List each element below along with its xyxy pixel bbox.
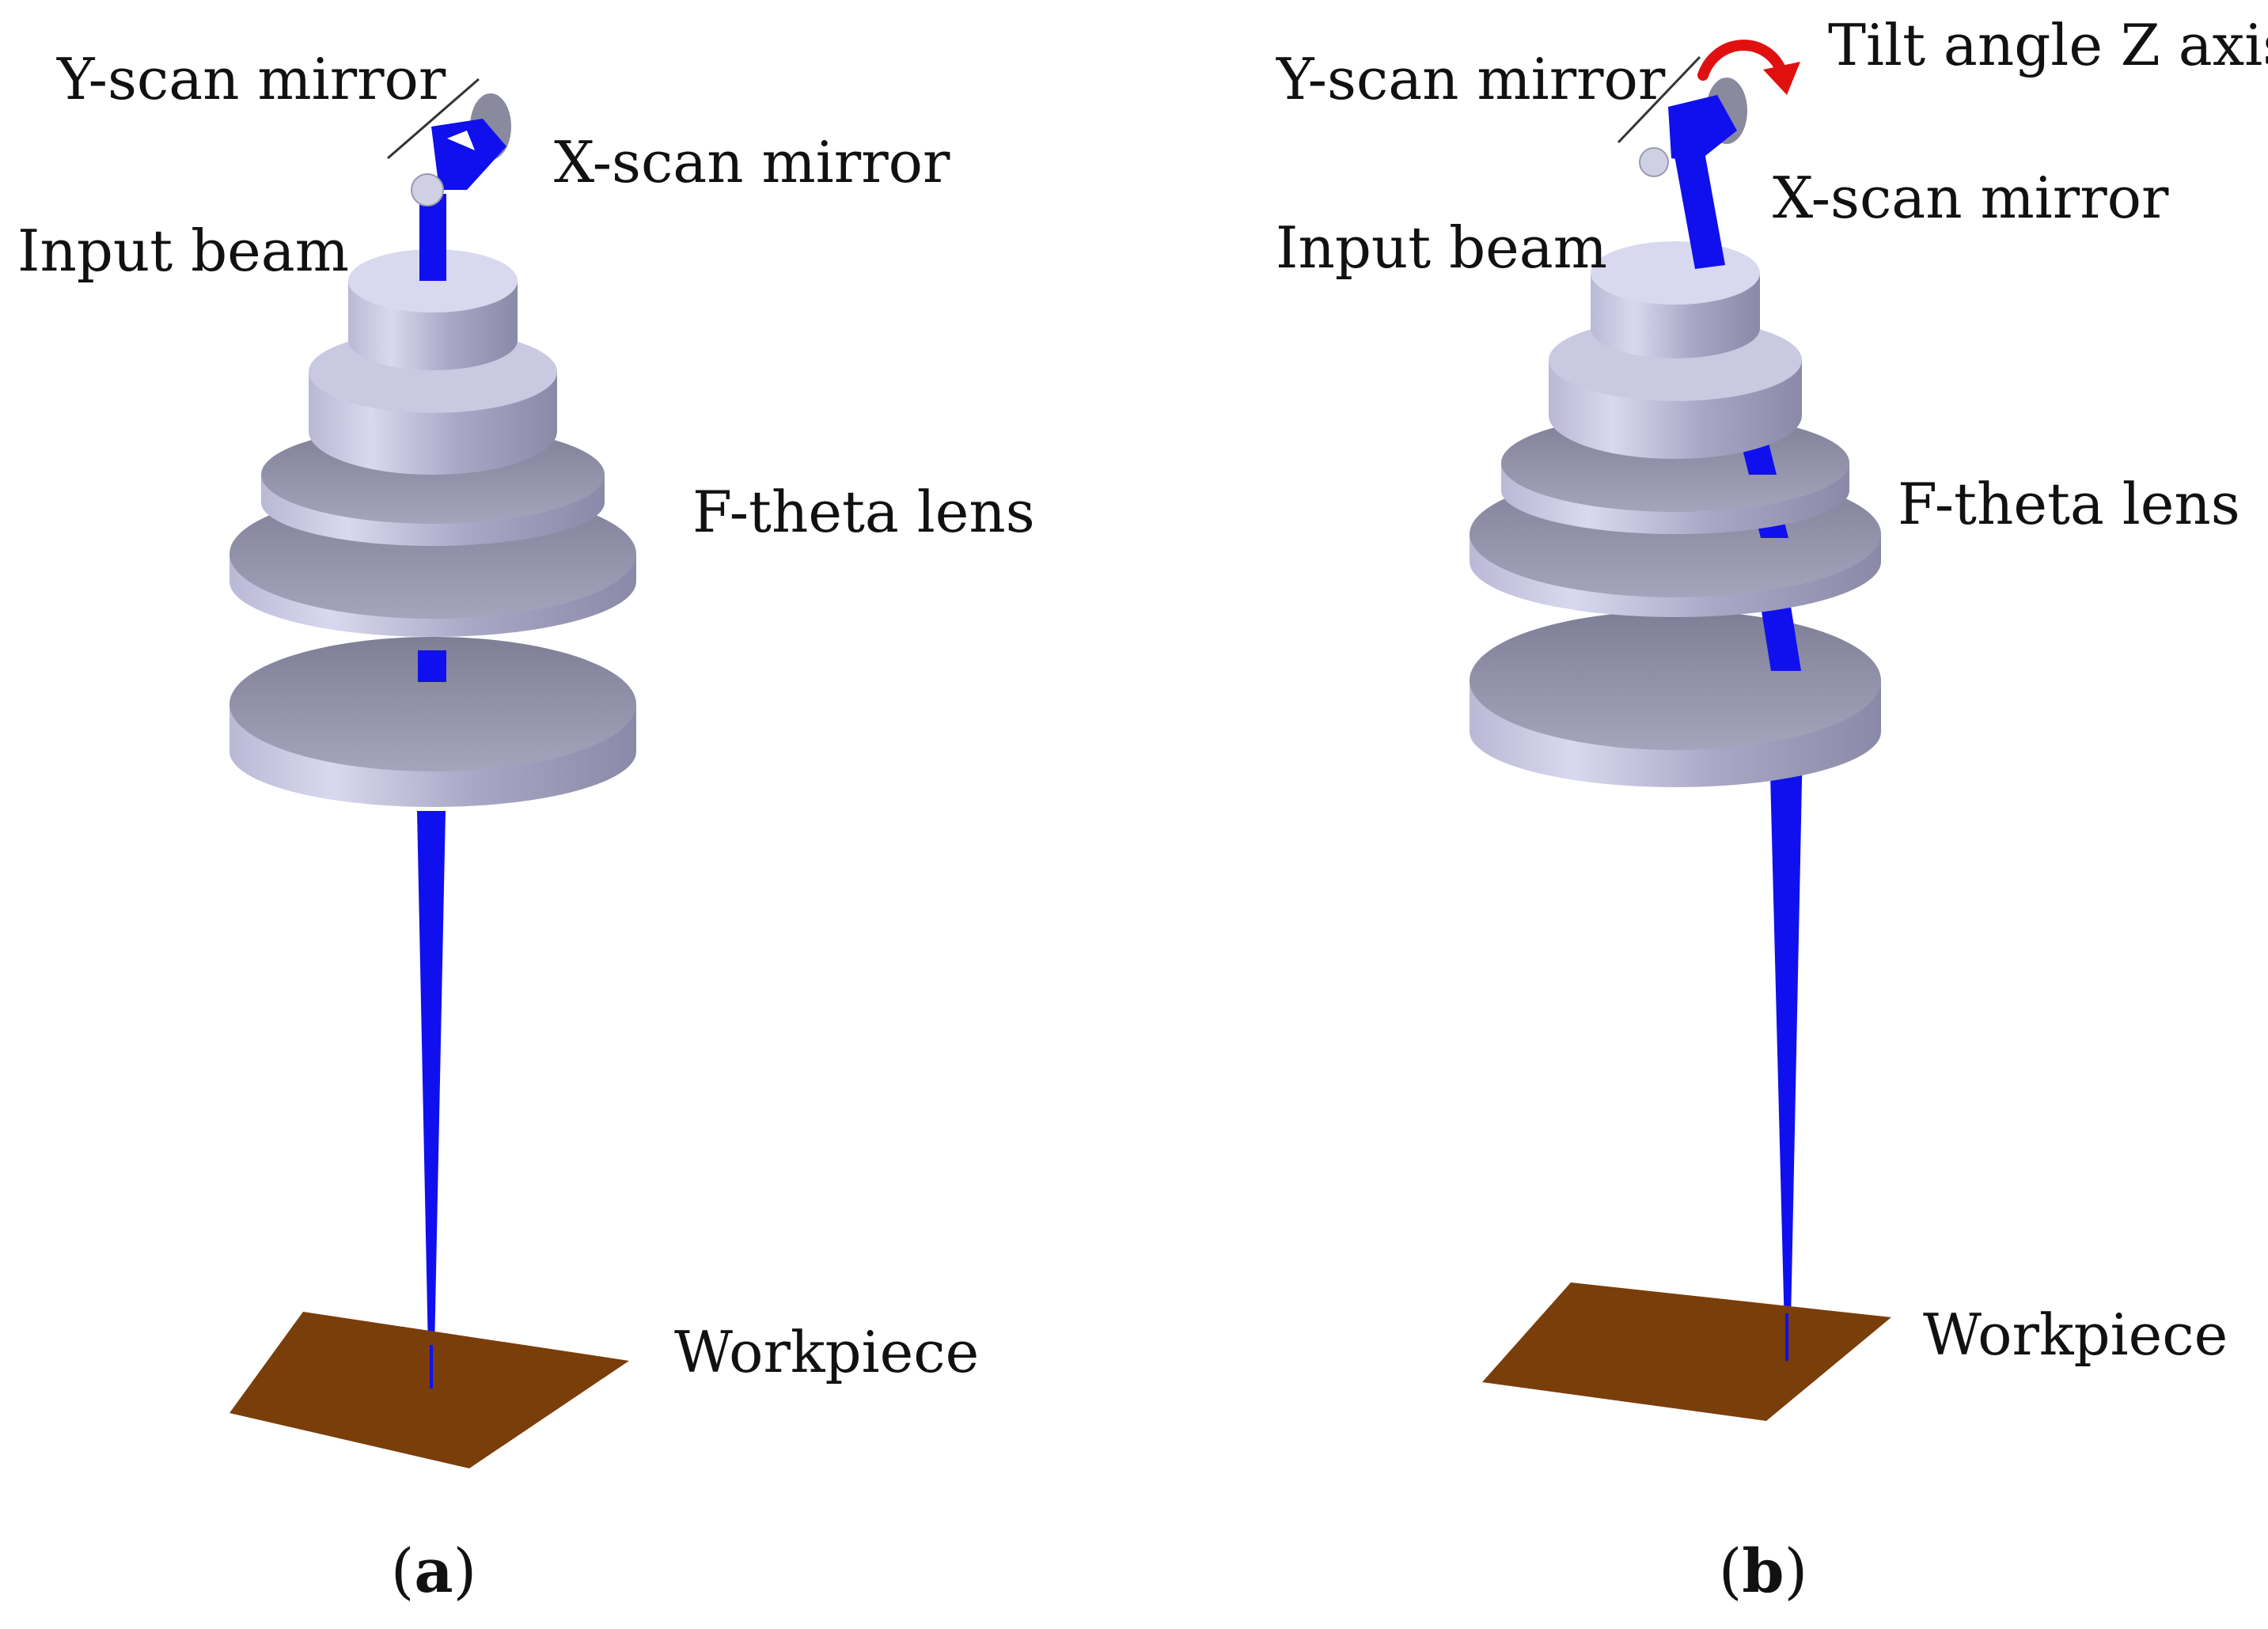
workpiece-plate-b [1482,1282,1891,1421]
scanner-head-b [1617,55,1747,177]
workpiece-label-b: Workpiece [1923,1301,2228,1368]
f-theta-lens-label-a: F-theta lens [692,479,1035,545]
beam-segment-a [418,650,446,682]
input-beam-b [1671,134,1725,269]
panel-caption-a: (a) [391,1536,477,1606]
lens-element-5-b [1470,611,1881,787]
panel-caption-b: (b) [1719,1536,1807,1606]
workpiece-plate-a [229,1312,629,1468]
y-scan-mirror-label-b: Y-scan mirror [1276,46,1666,112]
panel-b: Y-scan mirror Tilt angle Z axis X-scan m… [1276,12,2268,1606]
input-beam-label-b: Input beam [1276,214,1607,281]
f-theta-lens-label-b: F-theta lens [1898,471,2240,537]
x-scan-mirror-label-b: X-scan mirror [1773,165,2169,231]
scanner-head-a [387,78,511,206]
workpiece-label-a: Workpiece [674,1319,979,1385]
x-scan-mirror-label-a: X-scan mirror [554,129,950,195]
panel-a: Y-scan mirror X-scan mirror Input beam F… [17,46,1035,1606]
beam-segment-upper-b [1741,443,1777,475]
y-scan-mirror-label-a: Y-scan mirror [56,46,446,112]
tilt-arrowhead-icon [1763,62,1800,95]
beam-segment-lower-b [1760,601,1801,671]
focused-beam-b [1769,744,1803,1361]
tilt-angle-label-b: Tilt angle Z axis [1828,12,2268,78]
tilt-arrow-icon [1697,40,1788,81]
input-beam-a [419,194,446,281]
focused-beam-a [417,811,446,1388]
input-beam-label-a: Input beam [17,218,349,284]
lens-element-5-a [229,637,636,807]
lens-element-1-b [1591,241,1760,358]
